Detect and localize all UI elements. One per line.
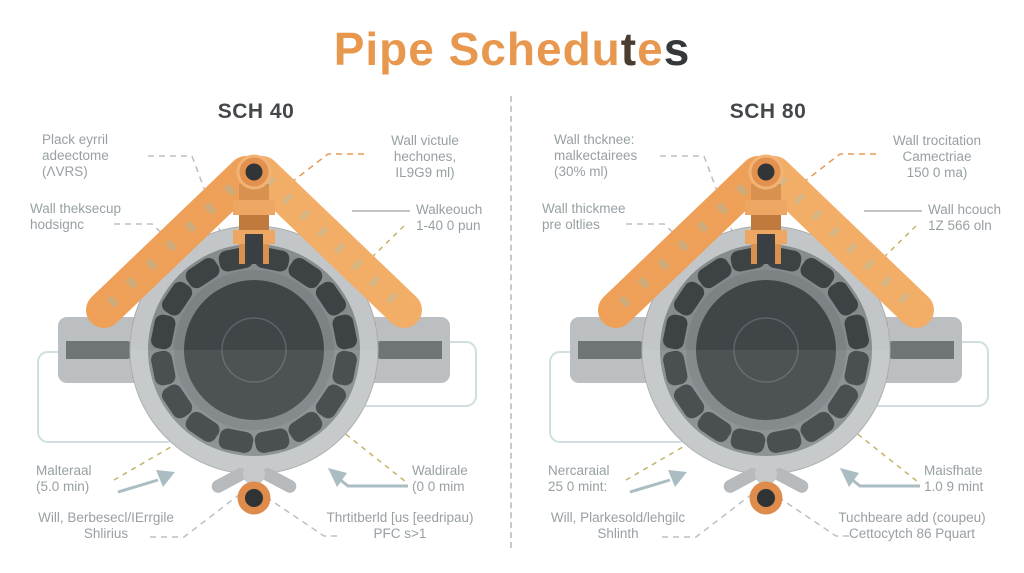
label-top-right-2: Walkeouch 1-40 0 pun [416, 202, 483, 233]
label-bottom-right-2: Tuchbeare add (coupeu) Cettocytch 86 Pqu… [838, 510, 986, 541]
label-bottom-right-2: Thrtitberld [us [eedripau) PFC s>1 [326, 510, 474, 541]
title-text-t: t [620, 23, 638, 75]
label-top-left-2: Wall thickmee pre oltlies [542, 201, 626, 232]
label-bottom-left-2: Will, Berbesecl/IErrgile Shlirius [38, 510, 174, 541]
panel-heading-sch40: SCH 40 [217, 100, 295, 123]
panel-heading-sch80: SCH 80 [729, 100, 807, 123]
label-top-left-2: Wall theksecup hodsignc [30, 201, 122, 232]
label-top-left-1: Plack eyrril adeectome (ΛVRS) [42, 132, 109, 179]
title-text-s: s [663, 23, 691, 75]
panel-sch40: SCH 40 Plack eyrril adeectome (ΛVRS) Wal… [0, 100, 512, 541]
page-title: Pipe Schedutes [0, 22, 1024, 76]
label-top-right-1: Wall victule hechones, IL9G9 ml) [391, 133, 459, 180]
label-top-right-2: Wall hcouch 1Z 566 oln [928, 202, 1002, 233]
label-bottom-left-2: Will, Plarkesold/lehgilc Shlinth [550, 510, 686, 541]
label-bottom-left-1: Nercaraial 25 0 mint: [548, 463, 610, 494]
label-bottom-left-1: Malteraal (5.0 min) [36, 463, 92, 494]
panel-divider [510, 96, 512, 548]
label-top-right-1: Wall trocitation Camectriae 150 0 ma) [892, 133, 982, 180]
label-bottom-right-1: Maisfhate 1.0 9 mint [924, 463, 984, 494]
label-top-left-1: Wall thcknee: malkectairees (30% ml) [554, 132, 638, 179]
title-text-e: e [637, 23, 664, 75]
label-bottom-right-1: Waldirale (0 0 mim [412, 463, 468, 494]
title-text-main: Pipe Schedu [333, 23, 621, 75]
panel-sch80: SCH 80 Wall thcknee: malkectairees (30% … [512, 0, 1024, 573]
